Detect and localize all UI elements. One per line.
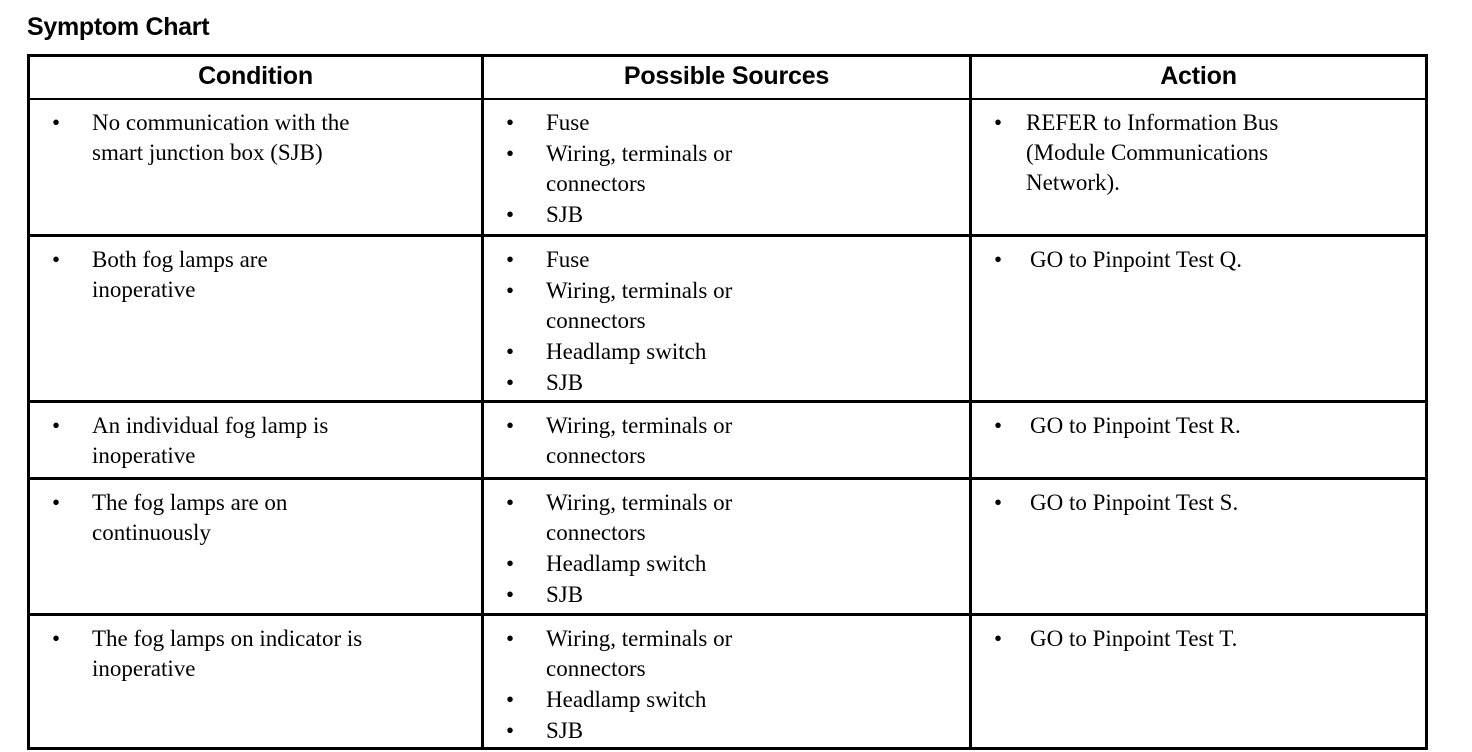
bullet-icon: • (994, 247, 1003, 272)
cell-action: •GO to Pinpoint Test R. (969, 401, 1427, 480)
bullet-icon: • (52, 247, 61, 272)
bullet-list: •GO to Pinpoint Test S. (978, 488, 1419, 518)
list-item: •SJB (490, 716, 963, 746)
bullet-list: •The fog lamps are on continuously (36, 488, 475, 548)
cell-action: •REFER to Information Bus (Module Commun… (969, 99, 1427, 237)
list-item: •GO to Pinpoint Test R. (978, 411, 1419, 441)
bullet-icon: • (994, 413, 1003, 438)
bullet-list: •GO to Pinpoint Test Q. (978, 245, 1419, 275)
bullet-icon: • (506, 413, 515, 438)
bullet-list: •Wiring, terminals or connectors •Headla… (490, 488, 963, 610)
list-item: •Both fog lamps are inoperative (52, 247, 268, 302)
cell-action: •GO to Pinpoint Test T. (969, 614, 1427, 749)
bullet-icon: • (506, 370, 515, 395)
bullet-icon: • (994, 490, 1003, 515)
bullet-icon: • (506, 551, 515, 576)
bullet-list: •Both fog lamps are inoperative (36, 245, 475, 305)
bullet-list: •Fuse •Wiring, terminals or connectors •… (490, 245, 963, 398)
list-item: •Headlamp switch (490, 549, 963, 579)
table-row: •The fog lamps on indicator is inoperati… (28, 614, 1427, 749)
list-item: •GO to Pinpoint Test S. (978, 488, 1419, 518)
page-title: Symptom Chart (27, 13, 210, 41)
bullet-icon: • (52, 110, 61, 135)
bullet-icon: • (52, 626, 61, 651)
table-header-row: Condition Possible Sources Action (28, 55, 1427, 100)
list-item: •An individual fog lamp is inoperative (52, 413, 329, 468)
list-item: •Fuse (490, 245, 963, 275)
list-item: •Wiring, terminals or connectors (506, 626, 733, 681)
bullet-icon: • (506, 626, 515, 651)
bullet-icon: • (52, 490, 61, 515)
table-row: •An individual fog lamp is inoperative •… (28, 401, 1427, 480)
table-row: •The fog lamps are on continuously •Wiri… (28, 478, 1427, 616)
bullet-icon: • (506, 339, 515, 364)
list-item: •GO to Pinpoint Test Q. (978, 245, 1419, 275)
cell-condition: •No communication with the smart junctio… (28, 99, 484, 237)
bullet-list: •Wiring, terminals or connectors (490, 411, 963, 471)
list-item: •SJB (490, 200, 963, 230)
list-item: •Wiring, terminals or connectors (506, 490, 733, 545)
table-header: Condition Possible Sources Action (28, 55, 1427, 100)
list-item: •SJB (490, 368, 963, 398)
list-item: •The fog lamps on indicator is inoperati… (52, 626, 363, 681)
bullet-icon: • (506, 247, 515, 272)
cell-action: •GO to Pinpoint Test S. (969, 478, 1427, 616)
list-item: •Wiring, terminals or connectors (506, 413, 733, 468)
cell-possible-sources: •Wiring, terminals or connectors •Headla… (481, 614, 972, 749)
list-item: •Fuse (490, 108, 963, 138)
table-row: •No communication with the smart junctio… (28, 99, 1427, 237)
column-header-possible-sources: Possible Sources (481, 55, 972, 100)
list-item: •Wiring, terminals or connectors (506, 278, 733, 333)
bullet-icon: • (506, 141, 515, 166)
bullet-list: •The fog lamps on indicator is inoperati… (36, 624, 475, 684)
list-item: •Wiring, terminals or connectors (506, 141, 733, 196)
list-item: •GO to Pinpoint Test T. (978, 624, 1419, 654)
column-header-action: Action (969, 55, 1427, 100)
list-item: •SJB (490, 580, 963, 610)
cell-condition: •An individual fog lamp is inoperative (28, 401, 484, 480)
cell-condition: •Both fog lamps are inoperative (28, 235, 484, 403)
bullet-icon: • (506, 490, 515, 515)
bullet-list: •Wiring, terminals or connectors •Headla… (490, 624, 963, 746)
bullet-icon: • (506, 278, 515, 303)
bullet-list: •REFER to Information Bus (Module Commun… (978, 108, 1419, 198)
column-header-condition: Condition (28, 55, 484, 100)
bullet-icon: • (506, 718, 515, 743)
bullet-list: •GO to Pinpoint Test T. (978, 624, 1419, 654)
bullet-list: •No communication with the smart junctio… (36, 108, 475, 168)
cell-condition: •The fog lamps on indicator is inoperati… (28, 614, 484, 749)
bullet-icon: • (506, 202, 515, 227)
cell-possible-sources: •Wiring, terminals or connectors (481, 401, 972, 480)
cell-action: •GO to Pinpoint Test Q. (969, 235, 1427, 403)
bullet-icon: • (52, 413, 61, 438)
table-body: •No communication with the smart junctio… (28, 99, 1427, 749)
bullet-icon: • (506, 687, 515, 712)
cell-possible-sources: •Fuse •Wiring, terminals or connectors •… (481, 99, 972, 237)
list-item: •Headlamp switch (490, 685, 963, 715)
table-row: •Both fog lamps are inoperative •Fuse •W… (28, 235, 1427, 403)
list-item: •Headlamp switch (490, 337, 963, 367)
cell-possible-sources: •Fuse •Wiring, terminals or connectors •… (481, 235, 972, 403)
bullet-list: •GO to Pinpoint Test R. (978, 411, 1419, 441)
bullet-icon: • (994, 110, 1003, 135)
list-item: •REFER to Information Bus (Module Commun… (994, 110, 1279, 195)
list-item: •The fog lamps are on continuously (52, 490, 288, 545)
bullet-list: •Fuse •Wiring, terminals or connectors •… (490, 108, 963, 230)
bullet-icon: • (506, 110, 515, 135)
list-item: •No communication with the smart junctio… (52, 110, 350, 165)
bullet-list: •An individual fog lamp is inoperative (36, 411, 475, 471)
bullet-icon: • (994, 626, 1003, 651)
cell-possible-sources: •Wiring, terminals or connectors •Headla… (481, 478, 972, 616)
bullet-icon: • (506, 582, 515, 607)
symptom-chart-table: Condition Possible Sources Action •No co… (27, 54, 1428, 750)
cell-condition: •The fog lamps are on continuously (28, 478, 484, 616)
